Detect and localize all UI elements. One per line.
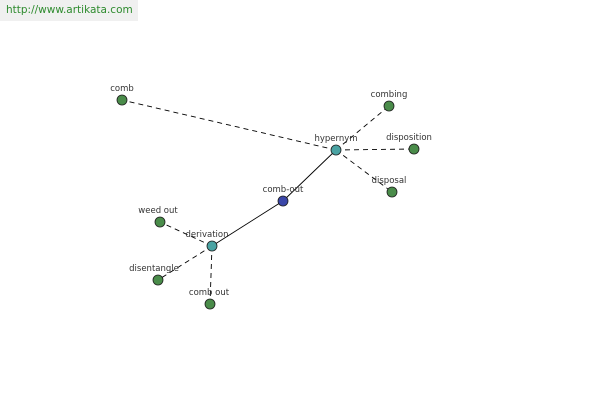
edge-comb-out-to-hypernym — [282, 149, 337, 202]
node-derivation[interactable]: derivation — [185, 230, 229, 252]
node-circle-hypernym[interactable] — [330, 144, 342, 156]
node-label-hypernym: hypernym — [314, 134, 357, 144]
nodes-layer: comb-out hypernym derivation comb combing dis… — [110, 84, 432, 310]
node-label-comb-out-leaf: comb out — [189, 288, 230, 298]
node-circle-combing[interactable] — [383, 100, 395, 112]
edge-hypernym-to-disposition — [335, 148, 415, 151]
node-comb-out[interactable]: comb-out — [263, 185, 304, 207]
node-circle-disentangle[interactable] — [152, 274, 164, 286]
node-circle-comb-out[interactable] — [277, 195, 289, 207]
node-label-combing: combing — [371, 90, 408, 100]
node-comb-out-leaf[interactable]: comb out — [189, 288, 230, 310]
node-hypernym[interactable]: hypernym — [314, 134, 358, 156]
edge-derivation-to-comb-out-leaf — [209, 245, 213, 305]
node-combing[interactable]: combing — [371, 90, 408, 112]
node-label-comb: comb — [110, 84, 134, 94]
url-banner: http://www.artikata.com — [0, 0, 138, 21]
node-circle-derivation[interactable] — [206, 240, 218, 252]
node-circle-weed-out[interactable] — [154, 216, 166, 228]
node-weed-out[interactable]: weed out — [138, 206, 178, 228]
node-label-comb-out: comb-out — [263, 185, 304, 195]
node-circle-disposal[interactable] — [386, 186, 398, 198]
node-disposal[interactable]: disposal — [372, 176, 407, 198]
edge-hypernym-to-comb — [121, 99, 337, 151]
node-label-disposition: disposition — [386, 133, 432, 143]
node-disentangle[interactable]: disentangle — [129, 264, 179, 286]
edge-hypernym-to-combing — [335, 105, 390, 151]
edge-derivation-to-disentangle — [157, 245, 213, 281]
node-circle-disposition[interactable] — [408, 143, 420, 155]
site-url-link[interactable]: http://www.artikata.com — [6, 4, 133, 16]
node-label-derivation: derivation — [185, 230, 228, 240]
node-label-weed-out: weed out — [138, 206, 178, 216]
edge-derivation-to-weed-out — [159, 221, 213, 247]
node-circle-comb-out-leaf[interactable] — [204, 298, 216, 310]
node-disposition[interactable]: disposition — [386, 133, 432, 155]
node-label-disposal: disposal — [372, 176, 407, 186]
edge-hypernym-to-disposal — [335, 149, 393, 193]
edge-comb-out-to-derivation — [211, 200, 284, 247]
node-circle-comb[interactable] — [116, 94, 128, 106]
node-label-disentangle: disentangle — [129, 264, 179, 274]
node-comb[interactable]: comb — [110, 84, 134, 106]
edges-layer — [121, 99, 415, 305]
